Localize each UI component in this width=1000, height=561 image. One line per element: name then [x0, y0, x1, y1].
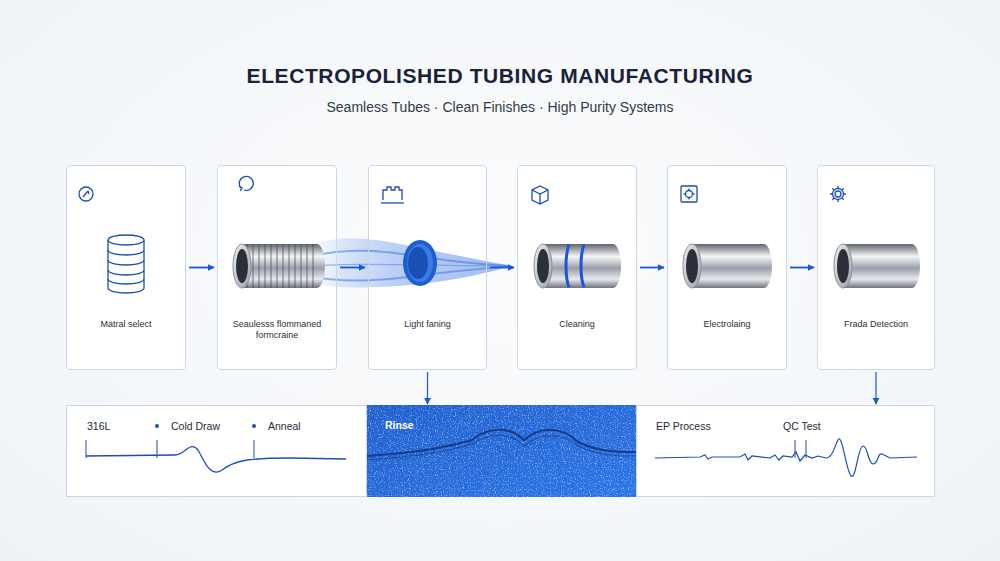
cleaned-tube [534, 244, 621, 288]
stage-label: QC Test [783, 420, 821, 433]
detail-panel: Rinse [367, 405, 636, 497]
polished-tube [683, 244, 772, 288]
panel-ground [817, 165, 935, 370]
process-icon [681, 186, 697, 202]
tick [254, 440, 255, 458]
process-panel: Light faning [368, 165, 487, 370]
flow-arrow [189, 267, 214, 269]
stage-label: 316L [87, 420, 110, 433]
detail-panel: 316L Cold Draw Anneal [66, 405, 367, 497]
rinse-texture [367, 405, 636, 497]
step-icons [79, 176, 846, 204]
process-panel: Seaulesss flommaned formcraine [217, 165, 337, 370]
stage-label: Cold Draw [171, 420, 220, 433]
panel-ground [667, 165, 787, 370]
gear-icon [830, 186, 846, 202]
process-panel: Matral select [66, 165, 186, 370]
bullet-dot [155, 424, 159, 428]
step-label: Light faning [375, 319, 480, 330]
tick [795, 440, 796, 458]
stage-label: EP Process [656, 420, 711, 433]
forming-icon [239, 176, 253, 191]
step-label: Cleaning [524, 319, 630, 330]
factory-icon [381, 187, 404, 203]
panel-ground [66, 165, 186, 370]
step-label: Seaulesss flommaned formcraine [224, 319, 330, 341]
panel-ground [217, 165, 337, 370]
profile-curve [86, 447, 346, 473]
signal-trace [655, 439, 917, 476]
flow-arrow [340, 267, 365, 269]
bullet-dot [252, 424, 256, 428]
diagram-title: ELECTROPOLISHED TUBING MANUFACTURING [0, 64, 1000, 88]
step-label: Frada Detection [824, 319, 928, 330]
flow-arrow [427, 372, 428, 404]
tick [157, 440, 158, 458]
diagram-subtitle: Seamless Tubes · Clean Finishes · High P… [0, 99, 1000, 115]
step-label: Matral select [73, 319, 179, 330]
tick [806, 440, 807, 458]
cube-icon [532, 186, 548, 204]
stage-label: Rinse [385, 419, 414, 432]
process-panel: Electrolaing [667, 165, 787, 370]
drawn-tube [233, 244, 325, 288]
flow-swoosh [300, 238, 512, 287]
process-panel: Frada Detection [817, 165, 935, 370]
band-ground [66, 405, 935, 497]
select-icon [79, 187, 93, 201]
billet-stack [108, 235, 144, 293]
flow-arrow [875, 372, 876, 404]
swoosh-band [300, 238, 512, 287]
flow-arrow [640, 267, 664, 269]
flow-arrow [790, 267, 814, 269]
step-label: Electrolaing [674, 319, 780, 330]
inspected-tube [834, 244, 920, 288]
detail-panel: EP Process QC Test [636, 405, 935, 497]
flow-arrow [490, 267, 514, 269]
qc-signal [655, 439, 917, 476]
stage-label: Anneal [268, 420, 301, 433]
panel-grounds [66, 165, 935, 497]
tube-ring [403, 240, 437, 286]
process-panel: Cleaning [517, 165, 637, 370]
panel-ground [517, 165, 637, 370]
tick [86, 440, 87, 458]
